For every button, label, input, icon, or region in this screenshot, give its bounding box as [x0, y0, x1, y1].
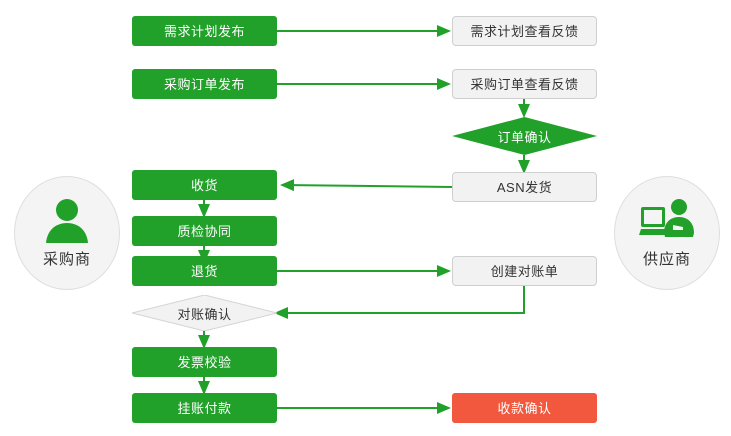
node-label: 采购订单发布: [163, 76, 245, 92]
node-order-confirm[interactable]: 订单确认: [452, 117, 597, 155]
node-payment-posting[interactable]: 挂账付款: [132, 393, 277, 423]
node-label: 对账确认: [177, 306, 232, 322]
node-label: 质检协同: [177, 223, 232, 239]
node-asn-shipment[interactable]: ASN发货: [452, 172, 597, 202]
node-label: ASN发货: [496, 179, 553, 195]
edge-statement-to-confirm: [274, 286, 525, 319]
diamond-shape: [132, 295, 277, 331]
diamond-shape: [452, 117, 597, 155]
node-return-goods[interactable]: 退货: [132, 256, 277, 286]
actor-supplier-label: 供应商: [642, 251, 691, 268]
node-label: 收款确认: [497, 400, 552, 416]
node-demand-plan-publish[interactable]: 需求计划发布: [132, 16, 277, 46]
node-label: 采购订单查看反馈: [470, 76, 579, 92]
node-label: 退货: [190, 263, 218, 279]
node-statement-confirm[interactable]: 对账确认: [132, 295, 277, 331]
actor-buyer[interactable]: 采购商: [14, 176, 120, 290]
person-at-computer-icon: [639, 199, 694, 237]
actor-supplier[interactable]: 供应商: [614, 176, 720, 290]
node-label: 挂账付款: [177, 400, 232, 416]
node-po-publish[interactable]: 采购订单发布: [132, 69, 277, 99]
node-invoice-verify[interactable]: 发票校验: [132, 347, 277, 377]
actor-buyer-label: 采购商: [42, 251, 91, 268]
person-icon: [46, 199, 88, 243]
node-demand-plan-feedback[interactable]: 需求计划查看反馈: [452, 16, 597, 46]
node-label: 需求计划查看反馈: [470, 23, 579, 39]
node-po-feedback[interactable]: 采购订单查看反馈: [452, 69, 597, 99]
node-label: 需求计划发布: [163, 23, 245, 39]
node-label: 发票校验: [177, 354, 232, 370]
node-label: 订单确认: [497, 129, 552, 145]
node-receipt-confirm[interactable]: 收款确认: [452, 393, 597, 423]
node-create-statement[interactable]: 创建对账单: [452, 256, 597, 286]
node-qc-collaboration[interactable]: 质检协同: [132, 216, 277, 246]
node-label: 创建对账单: [490, 263, 559, 279]
node-receiving[interactable]: 收货: [132, 170, 277, 200]
node-label: 收货: [190, 177, 218, 193]
edge-asn-to-receiving: [280, 179, 453, 192]
